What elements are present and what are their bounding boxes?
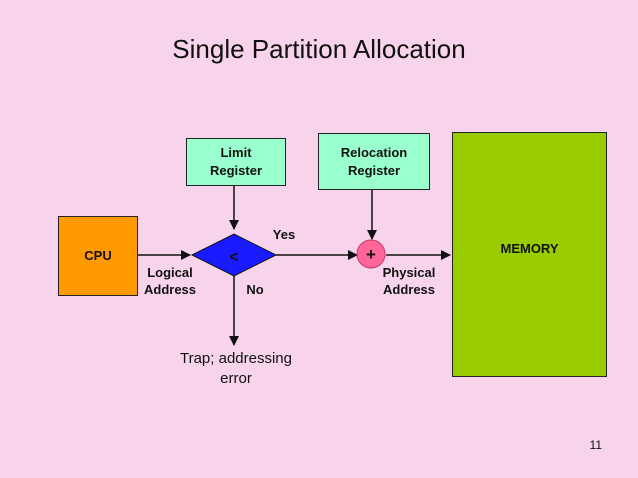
relocation-register-label: Relocation Register bbox=[340, 144, 408, 178]
page-number: 11 bbox=[589, 438, 602, 452]
compare-diamond bbox=[190, 233, 278, 277]
trap-label: Trap; addressing error bbox=[179, 350, 292, 387]
adder-symbol: + bbox=[366, 245, 376, 264]
slide-title: Single Partition Allocation bbox=[172, 34, 466, 64]
adder-circle bbox=[356, 239, 386, 269]
limit-register-label: Limit Register bbox=[209, 145, 263, 178]
memory-label: MEMORY bbox=[500, 240, 559, 256]
cpu-box: CPU bbox=[58, 216, 138, 296]
cpu-label: CPU bbox=[84, 248, 112, 263]
yes-label: Yes bbox=[272, 227, 296, 242]
relocation-register-box: Relocation Register bbox=[318, 133, 430, 190]
memory-box: MEMORY bbox=[452, 132, 607, 377]
limit-register-box: Limit Register bbox=[186, 138, 286, 186]
physical-address-label: Physical Address bbox=[382, 265, 436, 297]
no-label: No bbox=[246, 282, 264, 297]
logical-address-label: Logical Address bbox=[143, 265, 197, 297]
compare-symbol: < bbox=[229, 249, 238, 266]
